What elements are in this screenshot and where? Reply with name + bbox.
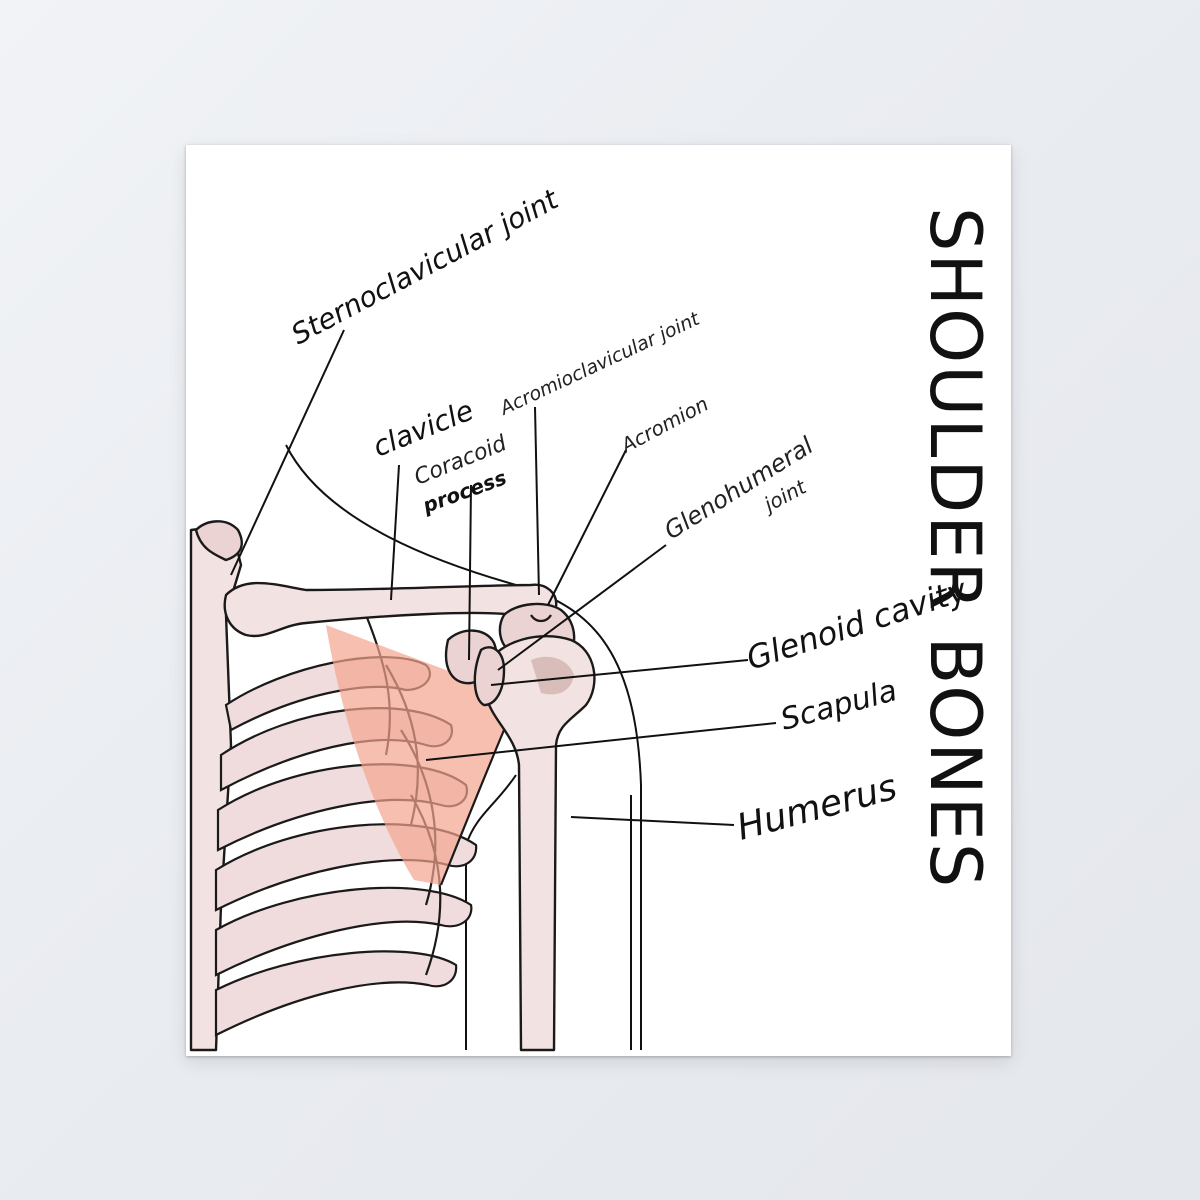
label-scapula: Scapula xyxy=(777,673,901,738)
leader-clavicle xyxy=(390,464,400,601)
rib-6 xyxy=(214,950,458,1037)
manubrium-bone xyxy=(194,520,243,562)
leader-acromioclavicular xyxy=(534,406,540,596)
leader-glenoid-cavity xyxy=(490,659,749,686)
humerus-head-shade xyxy=(531,656,574,695)
acromion-notch xyxy=(530,614,552,623)
shoulder-bones-poster: Sternoclavicular joint clavicle Acromioc… xyxy=(186,145,1011,1056)
glenoid-bone xyxy=(473,646,506,707)
shoulder-anatomy-illustration: Sternoclavicular joint clavicle Acromioc… xyxy=(189,182,972,1052)
leader-humerus xyxy=(570,816,735,826)
label-sternoclavicular-joint: Sternoclavicular joint xyxy=(286,182,565,351)
leader-lines xyxy=(230,329,777,826)
poster-title: SHOULDER BONES xyxy=(914,207,996,890)
label-humerus: Humerus xyxy=(733,767,902,849)
leader-scapula xyxy=(425,722,777,761)
leader-acromion xyxy=(547,449,627,606)
leader-glenohumeral xyxy=(497,544,667,671)
scapula-border xyxy=(439,729,506,886)
scapula-highlight xyxy=(326,625,504,885)
humerus-bone xyxy=(484,634,596,1052)
leader-sternoclavicular xyxy=(230,329,345,576)
label-acromion: Acromion xyxy=(615,392,712,459)
rib-5 xyxy=(214,886,473,977)
body-outline-inner-arm xyxy=(465,774,517,1050)
label-acromioclavicular-joint: Acromioclavicular joint xyxy=(495,307,704,420)
leader-coracoid xyxy=(468,484,472,661)
